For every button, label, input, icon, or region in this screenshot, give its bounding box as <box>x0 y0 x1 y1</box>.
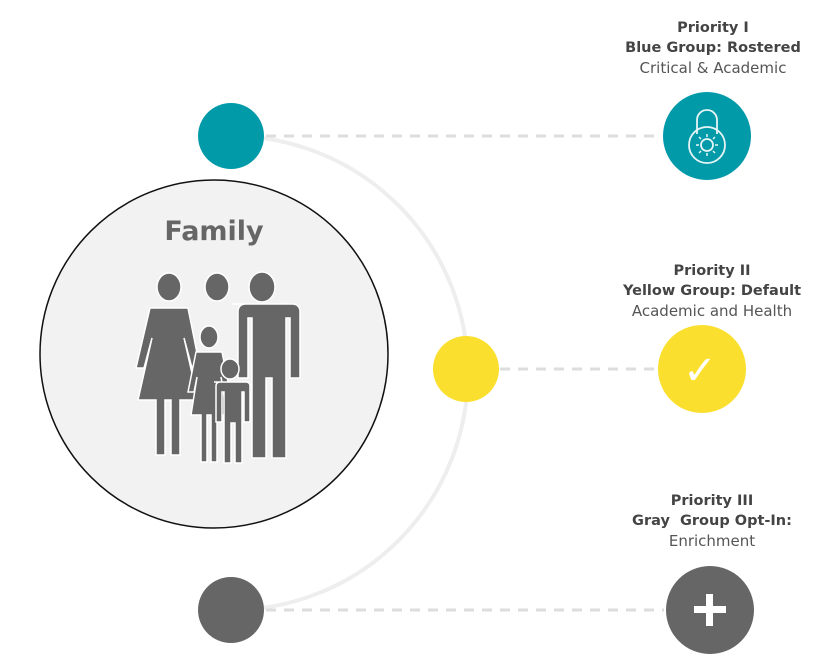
priority-1-level: Priority I <box>677 20 749 36</box>
family-icon <box>135 271 301 464</box>
priority-1-group: Blue Group: Rostered <box>625 40 801 56</box>
priority-2-level: Priority II <box>673 263 751 279</box>
timeline-dot-yellow <box>433 336 499 402</box>
priority-2-group: Yellow Group: Default <box>622 283 802 299</box>
priority-3-label: Priority III Gray Group Opt-In: Enrichme… <box>592 491 832 551</box>
family-title: Family <box>164 216 264 247</box>
lock-icon <box>688 109 726 164</box>
priority-2-label: Priority II Yellow Group: Default Academ… <box>592 261 832 321</box>
timeline-dot-gray <box>198 577 264 643</box>
plus-icon <box>694 594 726 626</box>
checkmark-icon: ✓ <box>683 348 717 394</box>
priority-3-group: Gray Group Opt-In: <box>632 513 792 529</box>
priority-1-label: Priority I Blue Group: Rostered Critical… <box>593 18 832 78</box>
priority-3-desc: Enrichment <box>668 532 756 550</box>
priority-3-level: Priority III <box>670 493 754 509</box>
timeline-dot-blue <box>198 103 264 169</box>
priority-2-badge <box>658 325 746 413</box>
priority-1-desc: Critical & Academic <box>639 59 787 77</box>
priority-2-desc: Academic and Health <box>631 302 793 320</box>
